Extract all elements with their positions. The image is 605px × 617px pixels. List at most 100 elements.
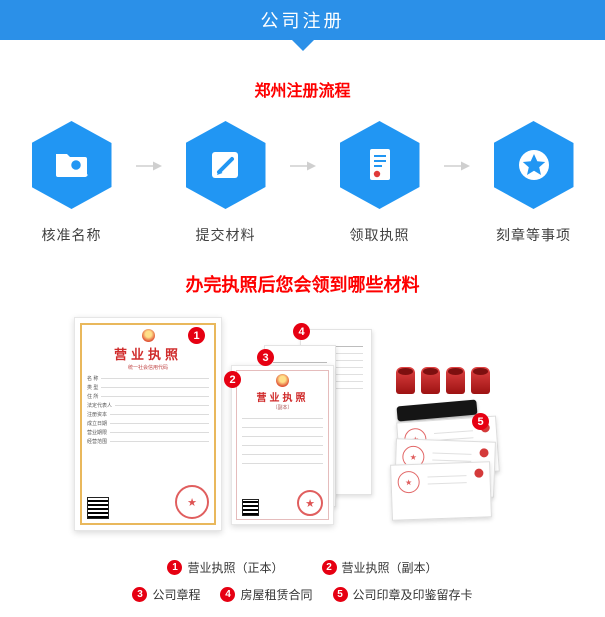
text-line [432,452,472,455]
text-line [309,353,363,354]
materials-legend: 1 营业执照（正本） 2 营业执照（副本） 3 公司章程 4 房屋租赁合同 5 … [0,559,605,603]
legend-item-rental-contract: 4 房屋租赁合同 [220,586,313,603]
legend-number-icon: 3 [132,587,148,602]
field-line [242,418,323,419]
field-line [242,436,323,437]
field-line [242,427,323,428]
legend-row: 1 营业执照（正本） 2 营业执照（副本） [0,559,605,576]
field-line [110,432,209,433]
license-code-label: 统一社会信用代码 [127,365,168,371]
qr-code [87,497,109,519]
field-line [242,445,323,446]
card-text-lines [425,469,469,512]
step-label: 领取执照 [349,227,410,243]
license-footer [87,485,209,519]
legend-label: 公司章程 [152,588,201,602]
field-label: 注册资本 [87,412,108,418]
legend-item-articles: 3 公司章程 [132,586,200,603]
red-dot-icon [474,468,484,478]
field-line [242,463,323,464]
seal-stamp-icon [446,367,465,394]
field-line [110,423,209,424]
license-frame: 营业执照 统一社会信用代码 名 称 类 型 住 所 法定代表人 注册资本 成立日… [80,323,216,525]
hexagon-shape [185,121,266,209]
text-line [273,362,327,363]
step-submit-materials: 提交材料 [164,121,288,245]
number-badge-4: 4 [293,323,310,340]
step-receive-license: 领取执照 [318,121,442,245]
edit-pen-icon [211,152,238,178]
text-line [309,346,363,347]
materials-title: 办完执照后您会领到哪些材料 [185,275,420,295]
number-badge-1: 1 [188,327,205,344]
legend-item-license-original: 1 营业执照（正本） [167,559,284,576]
license-copy-image: 营业执照 （副本） [231,365,334,525]
national-emblem-icon [141,329,155,342]
number-badge-5: 5 [472,413,489,430]
field-line [242,454,323,455]
seal-stamp-icon [471,367,490,394]
folder-search-icon [55,154,87,177]
red-seal-icon [175,485,209,519]
license-frame: 营业执照 （副本） [236,370,329,520]
arrow-right-icon [134,161,164,171]
text-line [309,360,363,361]
number-badge-3: 3 [257,349,274,366]
company-seals-image [396,367,490,394]
step-label: 刻章等事项 [496,227,571,243]
license-doc-icon [369,149,390,180]
hexagon-shape [493,121,574,209]
national-emblem-icon [276,374,289,387]
license-footer [242,490,323,516]
red-dot-icon [479,448,489,458]
field-line [101,378,209,379]
field-line [101,396,209,397]
step-label: 核准名称 [41,227,102,243]
process-title: 郑州注册流程 [254,83,351,100]
field-line [110,414,209,415]
legend-row: 3 公司章程 4 房屋租赁合同 5 公司印章及印鉴留存卡 [0,586,605,603]
license-title: 营业执照 [256,393,309,404]
text-line [309,367,363,368]
step-approve-name: 核准名称 [10,121,134,245]
field-label: 经营范围 [87,439,108,445]
legend-item-seals-card: 5 公司印章及印鉴留存卡 [332,586,473,603]
seal-stamp-icon [396,367,415,394]
page-header: 公司注册 [0,0,605,40]
legend-number-icon: 4 [220,587,236,602]
qr-code [242,499,259,516]
step-seal-carving: 刻章等事项 [472,121,596,245]
field-line [110,441,209,442]
step-label: 提交材料 [195,227,256,243]
license-subtitle: （副本） [272,405,293,411]
materials-graphic: 营业执照 统一社会信用代码 名 称 类 型 住 所 法定代表人 注册资本 成立日… [0,313,605,545]
header-pointer-icon [291,40,314,51]
field-line [101,387,209,388]
license-title: 营业执照 [113,347,182,362]
text-line [309,374,363,375]
seal-retention-card [390,461,492,521]
seal-print-icon [397,470,421,494]
legend-label: 公司印章及印鉴留存卡 [352,588,473,602]
legend-label: 营业执照（正本） [187,561,284,575]
process-steps: 核准名称 提交材料 [0,121,605,245]
field-label: 法定代表人 [87,403,113,409]
text-line [427,475,467,478]
field-label: 成立日期 [87,421,108,427]
red-seal-icon [297,490,323,516]
number-badge-2: 2 [224,371,241,388]
field-label: 住 所 [87,394,99,400]
arrow-right-icon [442,161,472,171]
license-fields [242,414,323,468]
field-label: 名 称 [87,376,99,382]
hexagon-shape [31,121,112,209]
text-line [433,430,473,434]
legend-number-icon: 2 [321,560,337,575]
license-fields: 名 称 类 型 住 所 法定代表人 注册资本 成立日期 营业期限 经营范围 [87,374,209,446]
text-line [309,388,363,389]
star-seal-icon [518,150,549,180]
text-line [309,381,363,382]
legend-label: 房屋租赁合同 [240,588,313,602]
field-label: 营业期限 [87,430,108,436]
